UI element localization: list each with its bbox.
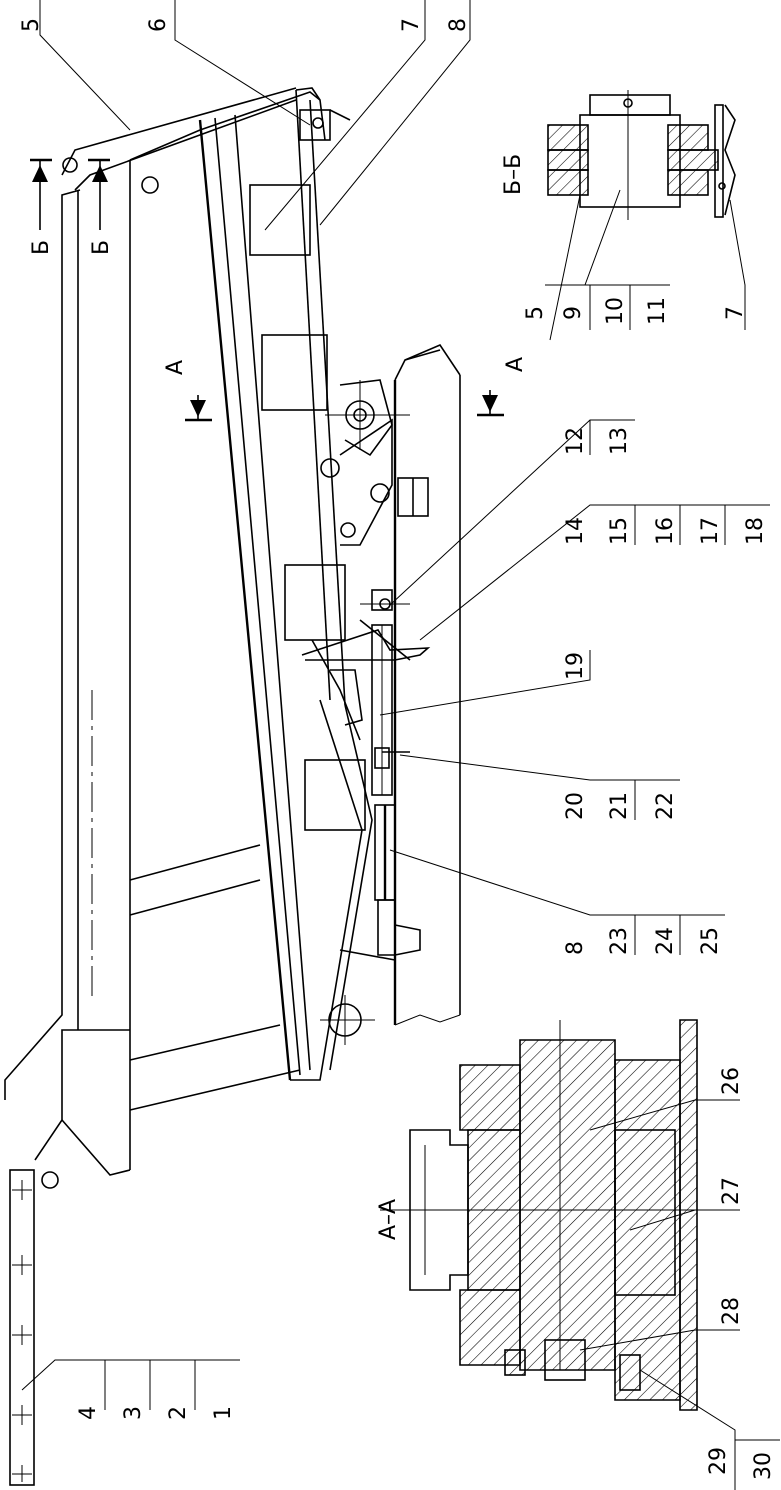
labels: 4 3 2 1 5 6 7 8 Б Б А А Б–Б 5 9 10 11 7 …: [19, 18, 776, 1480]
callout-24: 24: [653, 927, 678, 955]
section-label-b-left: Б: [29, 240, 54, 255]
callout-13: 13: [607, 427, 632, 455]
callout-2: 2: [166, 1406, 191, 1420]
callout-27: 27: [719, 1177, 744, 1205]
callout-8-b: 8: [563, 941, 588, 955]
callout-11: 11: [645, 297, 670, 325]
section-label-a-bottom: А: [503, 357, 528, 372]
frame-7: [198, 87, 373, 1081]
frame-5: [61, 91, 326, 1176]
callout-21: 21: [607, 792, 632, 820]
rail-assembly: [301, 344, 461, 1045]
callout-5: 5: [19, 18, 44, 32]
callout-4: 4: [76, 1406, 101, 1420]
callout-28: 28: [719, 1297, 744, 1325]
section-aa-title: А–А: [376, 1199, 401, 1240]
leader-lines: [21, 0, 780, 1490]
callout-14: 14: [563, 517, 588, 545]
callout-6: 6: [146, 18, 171, 32]
section-aa-view: [380, 1019, 715, 1411]
section-bb-title: Б–Б: [501, 154, 526, 195]
callout-10: 10: [603, 297, 628, 325]
callout-5-bb: 5: [523, 306, 548, 320]
callout-17: 17: [698, 517, 723, 545]
callout-1: 1: [211, 1406, 236, 1420]
section-marker-bb: [30, 158, 110, 230]
section-bb-view: [547, 90, 736, 220]
callout-7-bb: 7: [723, 306, 748, 320]
callout-8: 8: [446, 18, 471, 32]
callout-7: 7: [399, 18, 424, 32]
section-label-b-right: Б: [89, 240, 114, 255]
callout-15: 15: [607, 517, 632, 545]
callout-18: 18: [743, 517, 768, 545]
callout-22: 22: [653, 792, 678, 820]
callout-3: 3: [121, 1406, 146, 1420]
callout-9: 9: [561, 306, 586, 320]
callout-25: 25: [698, 927, 723, 955]
callout-12: 12: [563, 427, 588, 455]
section-label-a-top: А: [163, 360, 188, 375]
callout-20: 20: [563, 792, 588, 820]
callout-19: 19: [563, 652, 588, 680]
callout-16: 16: [653, 517, 678, 545]
callout-23: 23: [607, 927, 632, 955]
callout-30: 30: [751, 1452, 776, 1480]
base-strip: [9, 1169, 35, 1486]
callout-26: 26: [719, 1067, 744, 1095]
callout-29: 29: [706, 1447, 731, 1475]
main-assembly-view: [4, 87, 504, 1486]
section-marker-aa: [185, 390, 504, 422]
